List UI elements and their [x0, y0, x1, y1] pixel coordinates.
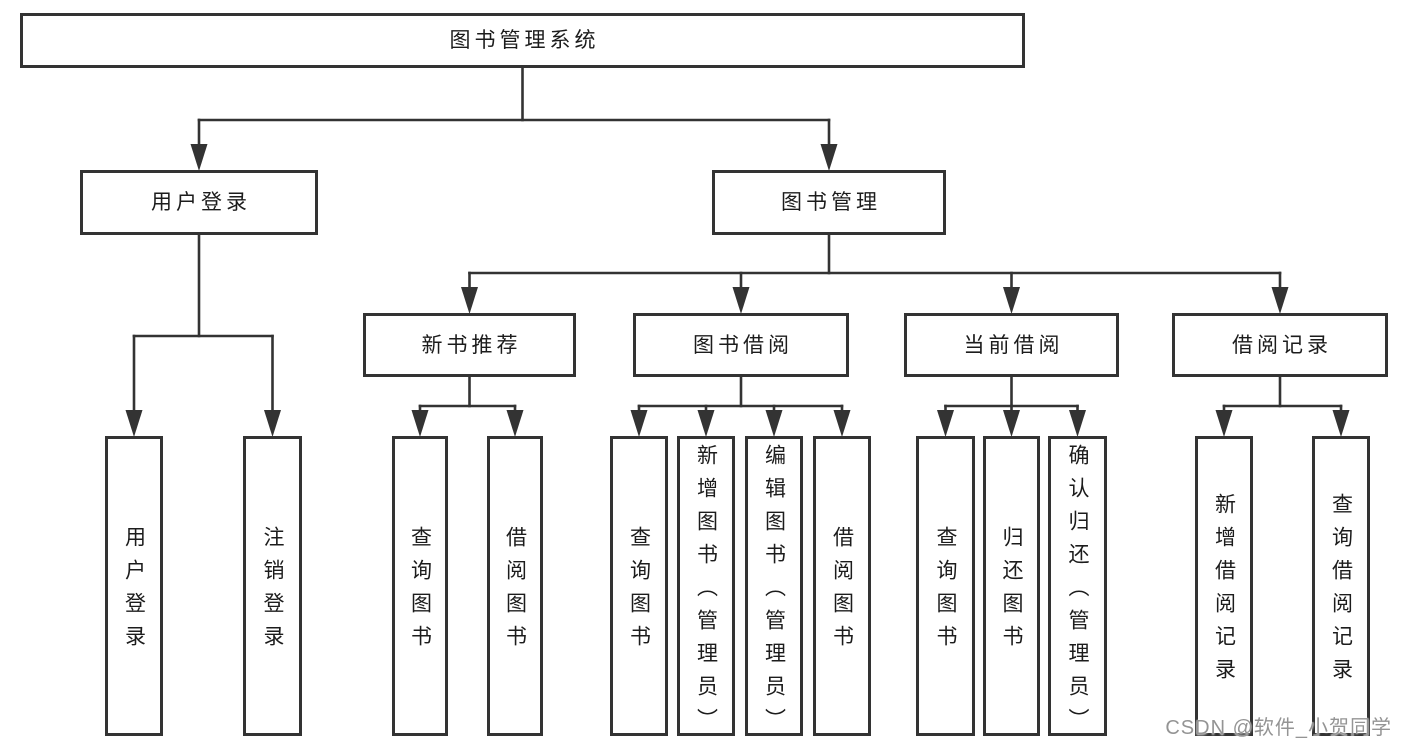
node-label-bb-borrow-book: 借阅图书 — [830, 526, 854, 658]
node-label-rec-query-book: 查询图书 — [408, 526, 432, 658]
watermark: CSDN @软件_小贺同学 — [1165, 717, 1392, 739]
node-label-book-borrow: 图书借阅 — [693, 333, 793, 357]
node-label-cb-confirm-return: 确认归还（管理员） — [1066, 443, 1089, 741]
node-cb-return-book: 归还图书 — [983, 436, 1040, 736]
node-label-login: 用户登录 — [122, 526, 146, 658]
node-bb-edit-book: 编辑图书（管理员） — [745, 436, 803, 741]
node-cb-confirm-return: 确认归还（管理员） — [1048, 436, 1107, 741]
node-label-new-book-rec: 新书推荐 — [421, 333, 522, 357]
node-root: 图书管理系统 — [20, 13, 1025, 68]
node-label-cb-query-book: 查询图书 — [934, 526, 957, 658]
node-label-bb-edit-book: 编辑图书（管理员） — [762, 443, 786, 741]
node-label-bb-query-book: 查询图书 — [627, 526, 651, 658]
node-rec-borrow-book: 借阅图书 — [487, 436, 543, 736]
node-cb-query-book: 查询图书 — [916, 436, 975, 736]
node-rec-query-book: 查询图书 — [392, 436, 448, 736]
node-label-borrow-records: 借阅记录 — [1232, 333, 1332, 357]
node-bb-add-book: 新增图书（管理员） — [677, 436, 735, 741]
node-label-root: 图书管理系统 — [449, 29, 600, 52]
node-bb-query-book: 查询图书 — [610, 436, 668, 736]
node-login: 用户登录 — [105, 436, 163, 736]
node-label-user-login: 用户登录 — [151, 191, 251, 214]
node-book-mgmt: 图书管理 — [712, 170, 946, 235]
node-book-borrow: 图书借阅 — [633, 313, 849, 377]
node-label-book-mgmt: 图书管理 — [781, 191, 881, 214]
node-bb-borrow-book: 借阅图书 — [813, 436, 871, 736]
node-new-book-rec: 新书推荐 — [363, 313, 576, 377]
node-br-query-record: 查询借阅记录 — [1312, 436, 1370, 736]
node-logout: 注销登录 — [243, 436, 302, 736]
node-borrow-records: 借阅记录 — [1172, 313, 1388, 377]
node-label-cb-return-book: 归还图书 — [1000, 526, 1023, 658]
node-current-borrow: 当前借阅 — [904, 313, 1119, 377]
node-label-br-add-record: 新增借阅记录 — [1212, 493, 1236, 691]
node-br-add-record: 新增借阅记录 — [1195, 436, 1253, 736]
node-user-login: 用户登录 — [80, 170, 318, 235]
node-label-logout: 注销登录 — [261, 526, 284, 658]
node-label-br-query-record: 查询借阅记录 — [1329, 493, 1353, 691]
node-label-bb-add-book: 新增图书（管理员） — [694, 443, 718, 741]
node-label-rec-borrow-book: 借阅图书 — [503, 526, 527, 658]
node-label-current-borrow: 当前借阅 — [963, 333, 1064, 357]
